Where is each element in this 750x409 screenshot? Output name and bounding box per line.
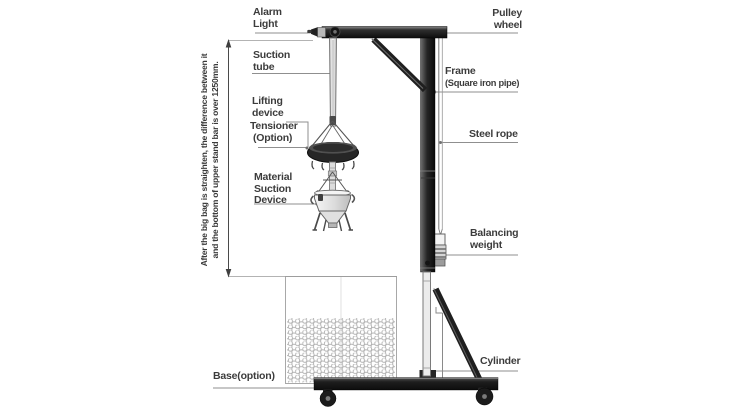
label-line: Light bbox=[253, 17, 278, 30]
alarm-light bbox=[307, 27, 318, 37]
arrow-up-icon bbox=[225, 39, 232, 48]
label-line: Material bbox=[254, 171, 293, 183]
note-1250mm: After the big bag is straighten, the dif… bbox=[199, 43, 221, 277]
legs-outer bbox=[313, 212, 352, 231]
label-line: Alarm bbox=[253, 6, 282, 18]
suction-tube bbox=[328, 37, 338, 127]
tensioner-hooks bbox=[311, 160, 355, 171]
label-line: (Square iron pipe) bbox=[445, 77, 520, 88]
label-base-option: Base(option) bbox=[213, 370, 275, 383]
note-line-1: After the big bag is straighten, the dif… bbox=[199, 53, 209, 267]
label-line: device bbox=[252, 106, 284, 119]
label-tensioner: Tensioner (Option) bbox=[250, 120, 298, 144]
label-line: weight bbox=[470, 238, 503, 251]
steel-rope bbox=[438, 37, 443, 235]
arrow-down-icon bbox=[225, 269, 232, 278]
material-suction-device bbox=[310, 171, 356, 232]
label-material-suction-device: Material Suction Device bbox=[254, 171, 293, 207]
label-line: Device bbox=[254, 194, 287, 207]
label-line: Suction bbox=[254, 182, 292, 195]
label-line: Balancing bbox=[470, 227, 519, 239]
big-bag bbox=[285, 276, 397, 384]
top-brace bbox=[371, 37, 428, 93]
pulley-wheel bbox=[329, 26, 341, 38]
label-line: (Option) bbox=[253, 131, 293, 144]
caster-wheel-right bbox=[475, 387, 494, 406]
handle-right bbox=[351, 193, 356, 204]
label-balancing-weight: Balancing weight bbox=[470, 227, 519, 251]
note-line-2: and the bottom of upper stand bar is ove… bbox=[209, 61, 220, 259]
bottom-brace bbox=[432, 287, 483, 383]
label-line: Base(option) bbox=[213, 370, 275, 382]
label-line: Lifting bbox=[252, 95, 283, 107]
label-line: tube bbox=[253, 60, 275, 73]
label-line: wheel bbox=[493, 18, 522, 31]
handle-left bbox=[310, 195, 315, 205]
caster-wheel-left bbox=[319, 389, 337, 407]
legs-inner bbox=[322, 219, 343, 232]
base-bar bbox=[313, 377, 499, 391]
label-pulley-wheel: Pulley wheel bbox=[458, 7, 522, 31]
lower-tube bbox=[327, 161, 338, 194]
label-line: Suction bbox=[253, 49, 291, 61]
bag-material-pattern bbox=[287, 318, 395, 383]
label-line: Tensioner bbox=[250, 120, 298, 132]
label-cylinder: Cylinder bbox=[480, 355, 521, 368]
bolt-icon bbox=[425, 260, 430, 266]
label-line: Steel rope bbox=[469, 128, 518, 140]
label-line: Pulley bbox=[492, 7, 522, 19]
dimension-line-1250mm bbox=[225, 39, 397, 278]
cylinder bbox=[422, 271, 443, 378]
label-frame: Frame (Square iron pipe) bbox=[445, 65, 520, 89]
label-suction-tube: Suction tube bbox=[253, 49, 291, 73]
label-alarm-light: Alarm Light bbox=[253, 6, 282, 30]
label-steel-rope: Steel rope bbox=[469, 128, 518, 141]
label-line: Cylinder bbox=[480, 355, 521, 367]
label-lifting-device: Lifting device bbox=[252, 95, 284, 119]
rim-clamp bbox=[318, 194, 323, 201]
tensioner-disc bbox=[307, 142, 359, 171]
label-line: Frame bbox=[445, 65, 476, 77]
